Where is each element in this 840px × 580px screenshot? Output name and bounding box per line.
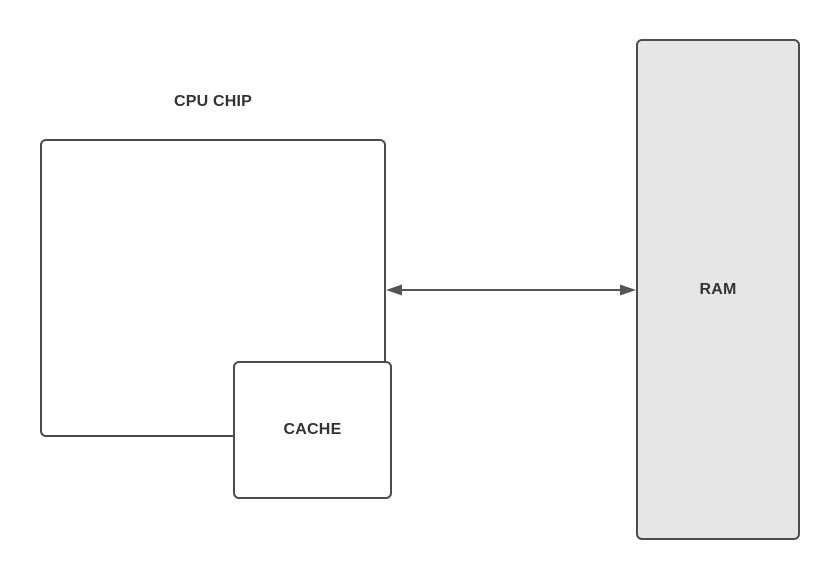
cache-box[interactable]: CACHE	[233, 361, 392, 499]
ram-box[interactable]: RAM	[636, 39, 800, 540]
arrowhead-right-icon	[620, 284, 636, 296]
cpu-chip-label: CPU CHIP	[173, 93, 253, 110]
cpu-ram-bus-arrow[interactable]	[386, 279, 636, 301]
arrowhead-left-icon	[386, 284, 402, 296]
cpu-chip-box[interactable]: CACHE	[40, 139, 392, 499]
ram-label: RAM	[699, 280, 737, 298]
cache-label: CACHE	[283, 421, 342, 438]
